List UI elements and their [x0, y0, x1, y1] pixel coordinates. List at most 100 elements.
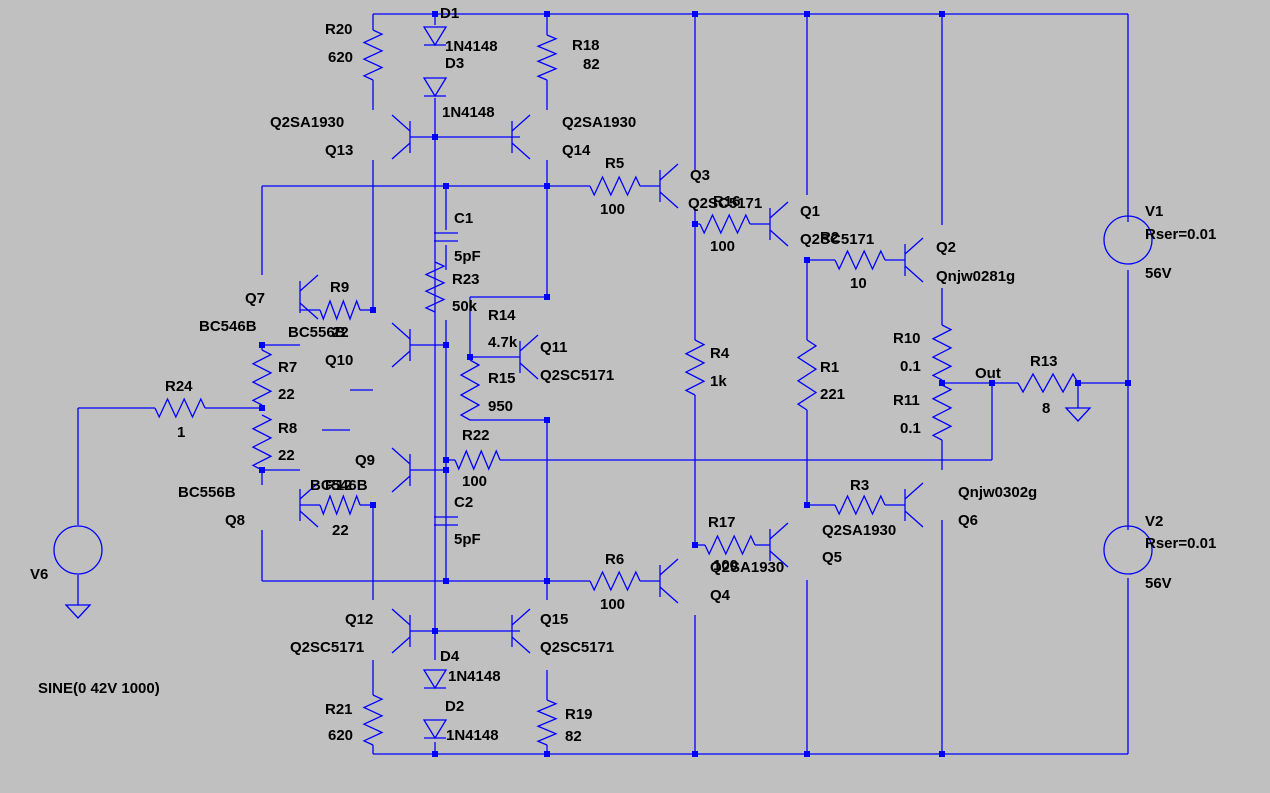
label-d1v: 1N4148	[445, 38, 498, 55]
junction	[544, 578, 550, 584]
transistor	[904, 482, 924, 500]
resistor	[796, 339, 818, 411]
label-r4: R4	[710, 345, 730, 362]
label-d1: D1	[440, 5, 459, 22]
label-r24: R24	[165, 378, 193, 395]
label-q14: Q14	[562, 142, 591, 159]
ground	[1064, 407, 1092, 422]
resistor	[251, 414, 273, 471]
label-d3v: 1N4148	[442, 104, 495, 121]
label-q6m: Qnjw0302g	[958, 484, 1037, 501]
label-r7: R7	[278, 359, 297, 376]
junction	[544, 11, 550, 17]
transistor	[904, 237, 924, 255]
junction	[544, 183, 550, 189]
transistor	[299, 510, 319, 528]
transistor	[299, 274, 319, 292]
resistor	[362, 29, 384, 81]
label-d4v: 1N4148	[448, 668, 501, 685]
label-r8v: 22	[278, 447, 295, 464]
junction	[259, 405, 265, 411]
label-r2: R2	[820, 229, 839, 246]
diode	[422, 669, 448, 690]
voltage-source	[1103, 215, 1153, 265]
label-q12m: Q2SC5171	[290, 639, 364, 656]
junction	[443, 342, 449, 348]
transistor	[769, 550, 789, 568]
label-r19: R19	[565, 706, 593, 723]
label-r7v: 22	[278, 386, 295, 403]
label-v2r: Rser=0.01	[1145, 535, 1216, 552]
label-r23v: 50k	[452, 298, 478, 315]
resistor	[589, 175, 641, 197]
transistor	[391, 322, 411, 340]
transistor	[511, 142, 531, 160]
label-r5v: 100	[600, 201, 625, 218]
label-r10v: 0.1	[900, 358, 921, 375]
transistor	[659, 191, 679, 209]
label-q6: Q6	[958, 512, 978, 529]
label-r9v: 22	[332, 324, 349, 341]
label-r14v: 4.7k	[488, 334, 518, 351]
label-d2: D2	[445, 698, 464, 715]
resistor	[589, 570, 641, 592]
label-c2: C2	[454, 494, 473, 511]
label-r9: R9	[330, 279, 349, 296]
label-r1: R1	[820, 359, 839, 376]
label-r18: R18	[572, 37, 600, 54]
label-c2v: 5pF	[454, 531, 481, 548]
label-d3: D3	[445, 55, 464, 72]
junction	[692, 221, 698, 227]
label-q15m: Q2SC5171	[540, 639, 614, 656]
label-r16b: R16	[713, 193, 741, 210]
junction	[939, 380, 945, 386]
transistor	[391, 142, 411, 160]
resistor	[362, 694, 384, 746]
resistor	[684, 339, 706, 396]
transistor	[299, 302, 319, 320]
labels: R20620R1882D11N4148D31N4148Q2SA1930Q13Q2…	[30, 5, 1216, 745]
transistor	[904, 510, 924, 528]
junction	[443, 457, 449, 463]
transistor	[769, 522, 789, 540]
transistor	[511, 636, 531, 654]
resistor	[454, 449, 501, 471]
wires	[77, 13, 1129, 755]
label-q7m: BC546B	[199, 318, 257, 335]
junction	[804, 257, 810, 263]
junction	[804, 11, 810, 17]
transistor	[769, 201, 789, 219]
label-q13m: Q2SA1930	[270, 114, 344, 131]
junction	[544, 417, 550, 423]
transistor	[299, 482, 319, 500]
label-q8: Q8	[225, 512, 245, 529]
label-v2v: 56V	[1145, 575, 1172, 592]
transistor	[519, 334, 539, 352]
junction	[692, 542, 698, 548]
junction	[370, 307, 376, 313]
label-r8: R8	[278, 420, 297, 437]
resistor	[319, 494, 361, 516]
label-r20: R20	[325, 21, 353, 38]
label-d4: D4	[440, 648, 460, 665]
label-r24v: 1	[177, 424, 185, 441]
resistor	[834, 249, 886, 271]
junction	[692, 11, 698, 17]
label-r12v: 22	[332, 522, 349, 539]
junction	[939, 751, 945, 757]
transistor	[391, 350, 411, 368]
transistor	[511, 114, 531, 132]
junction	[259, 467, 265, 473]
capacitor	[434, 516, 458, 526]
junction	[259, 342, 265, 348]
label-r15: R15	[488, 370, 516, 387]
junction	[467, 354, 473, 360]
label-q9: Q9	[355, 452, 375, 469]
resistor	[1017, 372, 1079, 394]
label-r2v: 10	[850, 275, 867, 292]
label-q12: Q12	[345, 611, 373, 628]
junction	[443, 183, 449, 189]
resistor	[699, 213, 751, 235]
label-r4v: 1k	[710, 373, 727, 390]
